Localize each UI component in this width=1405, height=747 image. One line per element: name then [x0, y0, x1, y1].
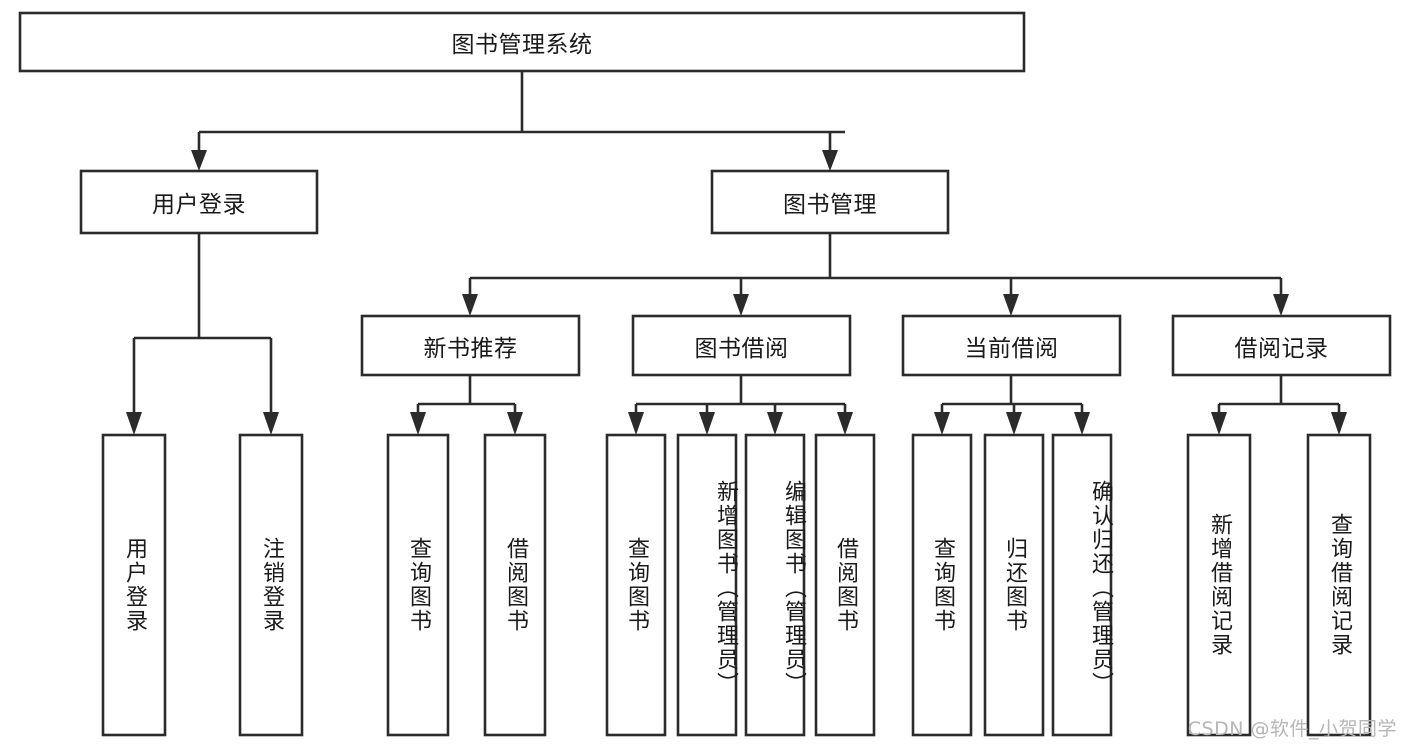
node-leaf-borrow-2[interactable] — [678, 435, 736, 735]
node-box-new-book-recommend[interactable] — [360, 314, 581, 377]
arrowhead-bm-to-current-borrow — [1003, 294, 1019, 316]
arrowhead-user-login-leaf-1 — [126, 412, 142, 435]
node-box-leaf-current-3[interactable] — [1051, 433, 1113, 737]
node-box-leaf-user-login-1[interactable] — [101, 433, 167, 737]
node-box-leaf-borrow-4[interactable] — [814, 433, 876, 737]
node-box-current-borrow[interactable] — [901, 314, 1122, 377]
arrowhead-bm-to-borrow-record — [1273, 294, 1289, 316]
node-leaf-user-login-1[interactable] — [103, 435, 165, 735]
node-current-borrow[interactable] — [903, 316, 1120, 375]
node-leaf-recommend-1[interactable] — [388, 435, 448, 735]
node-root[interactable] — [20, 13, 1024, 71]
arrowhead-record-leaf-1 — [1211, 412, 1227, 435]
node-box-leaf-borrow-2[interactable] — [676, 433, 738, 737]
node-book-borrow[interactable] — [633, 316, 850, 375]
arrowhead-user-login-leaf-2 — [263, 412, 279, 435]
node-leaf-record-2[interactable] — [1308, 435, 1370, 735]
arrowhead-current-leaf-1 — [934, 412, 950, 435]
arrowhead-current-leaf-2 — [1006, 412, 1022, 435]
node-leaf-record-1[interactable] — [1188, 435, 1250, 735]
node-box-leaf-recommend-2[interactable] — [483, 433, 547, 737]
arrowhead-recommend-leaf-1 — [410, 412, 426, 435]
node-box-user-login[interactable] — [79, 169, 319, 235]
node-leaf-recommend-2[interactable] — [485, 435, 545, 735]
arrowhead-current-leaf-3 — [1074, 412, 1090, 435]
node-leaf-user-login-2[interactable] — [240, 435, 302, 735]
node-leaf-borrow-1[interactable] — [607, 435, 665, 735]
arrowhead-root-to-user-login — [191, 150, 207, 171]
node-leaf-current-2[interactable] — [985, 435, 1043, 735]
node-box-leaf-recommend-1[interactable] — [386, 433, 450, 737]
node-new-book-recommend[interactable] — [362, 316, 579, 375]
arrowhead-borrow-leaf-1 — [628, 412, 644, 435]
node-leaf-current-3[interactable] — [1053, 435, 1111, 735]
node-leaf-borrow-4[interactable] — [816, 435, 874, 735]
node-leaf-borrow-3[interactable] — [746, 435, 804, 735]
node-box-leaf-record-2[interactable] — [1306, 433, 1372, 737]
node-leaf-current-1[interactable] — [913, 435, 971, 735]
node-box-leaf-record-1[interactable] — [1186, 433, 1252, 737]
arrowhead-bm-to-book-borrow — [733, 294, 749, 316]
node-borrow-record[interactable] — [1173, 316, 1390, 375]
node-box-leaf-borrow-1[interactable] — [605, 433, 667, 737]
node-box-leaf-current-2[interactable] — [983, 433, 1045, 737]
node-book-management[interactable] — [712, 171, 948, 233]
arrowhead-root-to-book-management — [822, 150, 838, 171]
node-box-leaf-user-login-2[interactable] — [238, 433, 304, 737]
node-user-login[interactable] — [81, 171, 317, 233]
watermark: CSDN @软件_小贺同学 — [1187, 718, 1397, 740]
arrowhead-borrow-leaf-4 — [837, 412, 853, 435]
node-box-root[interactable] — [18, 11, 1026, 73]
arrowhead-record-leaf-2 — [1331, 412, 1347, 435]
arrowhead-recommend-leaf-2 — [507, 412, 523, 435]
node-box-leaf-current-1[interactable] — [911, 433, 973, 737]
arrowhead-bm-to-new-book-recommend — [462, 294, 478, 316]
arrowhead-borrow-leaf-2 — [699, 412, 715, 435]
arrowhead-borrow-leaf-3 — [767, 412, 783, 435]
